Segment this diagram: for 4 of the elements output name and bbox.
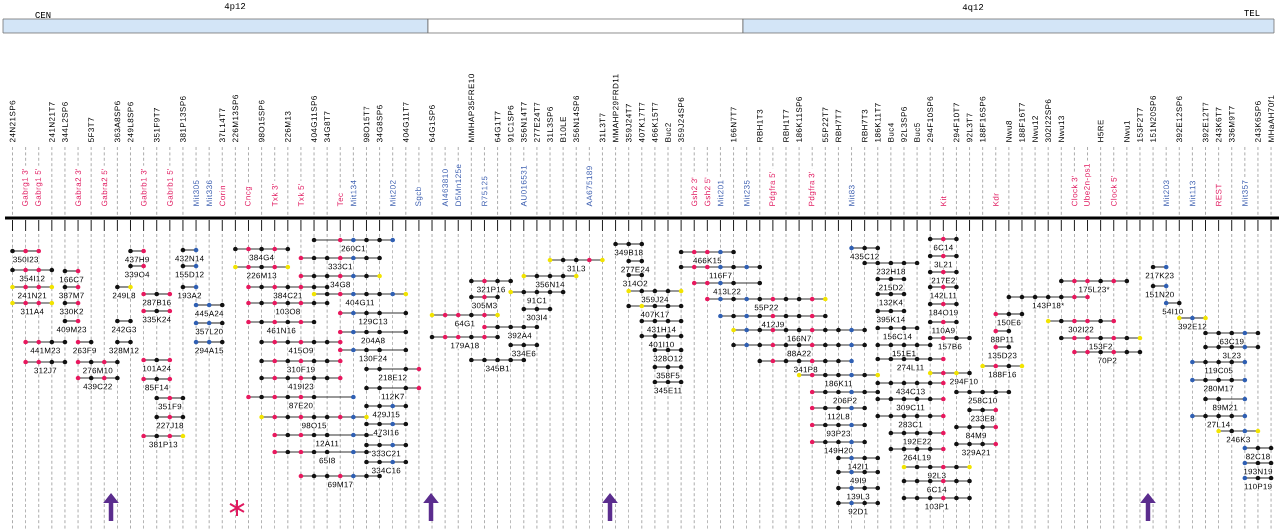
band-label: 4q12 xyxy=(962,4,984,12)
band-label: CEN xyxy=(35,11,51,19)
band-label: 4p12 xyxy=(224,3,246,11)
band-label: TEL xyxy=(1244,10,1260,16)
